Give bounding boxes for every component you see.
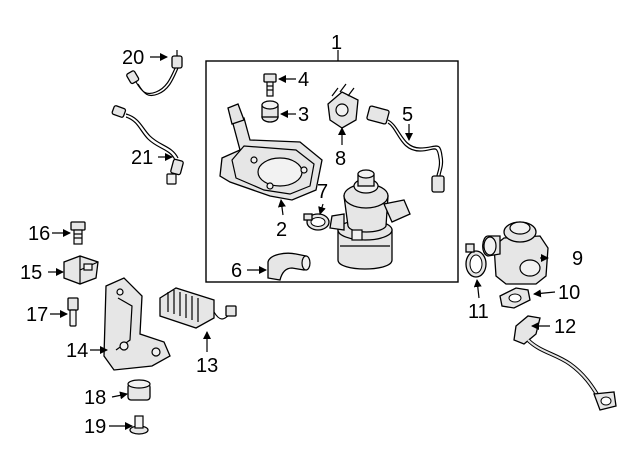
callout-5: 5 bbox=[402, 104, 413, 126]
pressure-sensor bbox=[63, 255, 99, 285]
callout-2: 2 bbox=[276, 219, 287, 241]
callout-13: 13 bbox=[196, 355, 218, 377]
callout-11: 11 bbox=[468, 301, 489, 323]
cap bbox=[127, 379, 151, 401]
mounting-bracket bbox=[219, 103, 323, 201]
callout-10: 10 bbox=[558, 282, 580, 304]
callout-17: 17 bbox=[26, 304, 48, 326]
hose bbox=[267, 252, 311, 281]
callout-7: 7 bbox=[317, 181, 328, 203]
bolt-small bbox=[70, 221, 86, 245]
callout-19: 19 bbox=[84, 416, 106, 438]
callout-16: 16 bbox=[28, 223, 50, 245]
assembly-group-box bbox=[205, 60, 459, 283]
callout-18: 18 bbox=[84, 387, 106, 409]
grommet bbox=[261, 100, 279, 123]
hose-clamp bbox=[303, 213, 330, 231]
callout-20: 20 bbox=[122, 47, 144, 69]
callout-12: 12 bbox=[554, 316, 576, 338]
callout-8: 8 bbox=[335, 148, 346, 170]
sensor-pin bbox=[67, 297, 79, 327]
callout-4: 4 bbox=[298, 69, 309, 91]
pump-bracket bbox=[103, 277, 171, 371]
valve-clamp bbox=[465, 243, 487, 278]
control-unit bbox=[159, 287, 237, 329]
callout-9: 9 bbox=[572, 248, 583, 270]
wiring-harness bbox=[366, 105, 445, 193]
nut bbox=[129, 415, 149, 435]
callout-14: 14 bbox=[66, 340, 88, 362]
gasket bbox=[499, 287, 531, 309]
connector bbox=[327, 83, 359, 129]
leader-lines bbox=[48, 53, 556, 430]
air-valve bbox=[482, 221, 549, 285]
bolt bbox=[263, 73, 277, 97]
oxygen-sensor-upper bbox=[126, 50, 183, 97]
callout-3: 3 bbox=[298, 104, 309, 126]
air-pump bbox=[329, 169, 411, 270]
callout-6: 6 bbox=[231, 260, 242, 282]
oxygen-sensor-lower bbox=[111, 105, 184, 185]
callout-21: 21 bbox=[131, 147, 153, 169]
callout-15: 15 bbox=[20, 262, 42, 284]
callout-1: 1 bbox=[331, 32, 342, 54]
